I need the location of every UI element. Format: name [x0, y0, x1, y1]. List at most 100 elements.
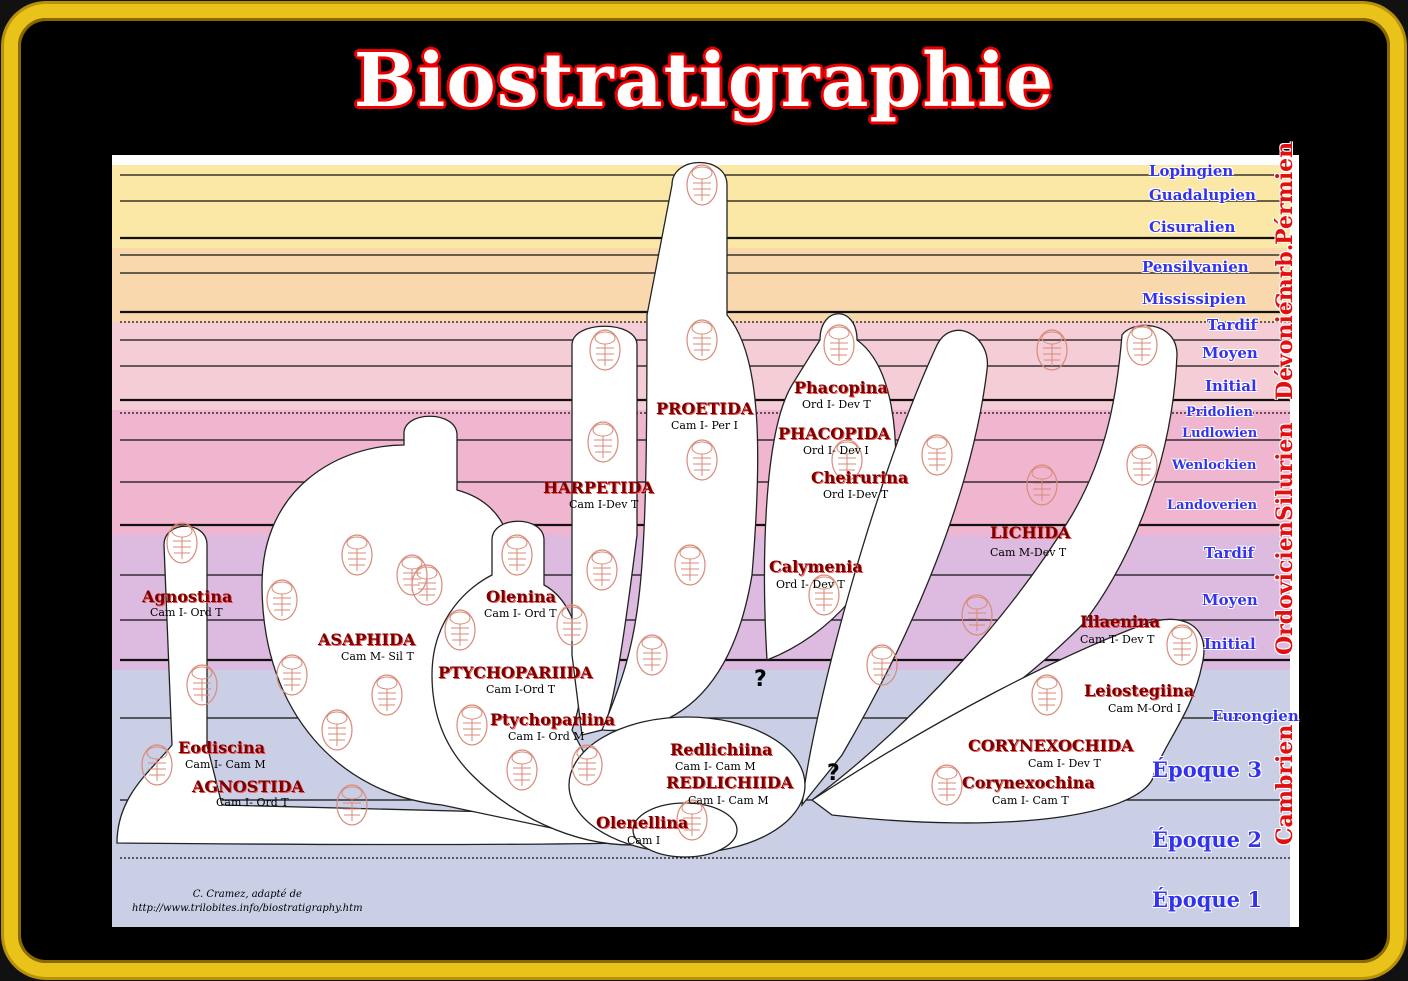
trilobite-fossil-icon [686, 319, 718, 361]
clade-label: Phacopina [794, 378, 888, 397]
period-label: Pérmien [1272, 141, 1298, 245]
trilobite-fossil-icon [456, 704, 488, 746]
trilobite-fossil-icon [336, 784, 368, 826]
clade-label: REDLICHIIDA [666, 773, 794, 792]
clade-range: Cam M-Dev T [990, 546, 1067, 559]
leiostegiina-shape [810, 618, 1205, 824]
clade-label: Corynexochina [962, 773, 1095, 792]
clade-range: Cam I-Ord T [486, 683, 556, 696]
clade-range: Cam I- Cam T [992, 794, 1069, 807]
clade-label: Illaenina [1080, 612, 1160, 631]
trilobite-fossil-icon [676, 799, 708, 841]
epoch-label: Pridolien [1186, 405, 1253, 420]
trilobite-fossil-icon [141, 744, 173, 786]
trilobite-fossil-icon [1126, 444, 1158, 486]
clade-range: Ord I-Dev T [823, 488, 889, 501]
trilobite-fossil-icon [686, 164, 718, 206]
trilobite-fossil-icon [1126, 324, 1158, 366]
clade-range: Cam I- Dev T [1028, 757, 1101, 770]
clade-range: Cam I- Ord T [484, 607, 557, 620]
proetida-shape [601, 162, 759, 732]
clade-range: Ord I- Dev T [776, 578, 845, 591]
trilobite-fossil-icon [186, 664, 218, 706]
epoch-label: Moyen [1202, 344, 1258, 362]
trilobite-fossil-icon [506, 749, 538, 791]
trilobite-fossil-icon [587, 421, 619, 463]
trilobite-fossil-icon [411, 564, 443, 606]
trilobite-fossil-icon [589, 329, 621, 371]
clade-range: Cam I [627, 834, 661, 847]
trilobite-fossil-icon [586, 549, 618, 591]
clade-label: AGNOSTIDA [192, 777, 304, 796]
clade-label: Olenina [486, 587, 556, 606]
trilobite-fossil-icon [674, 544, 706, 586]
trilobite-fossil-icon [1031, 674, 1063, 716]
epoch-label: Époque 2 [1152, 827, 1262, 852]
clade-range: Cam I- Cam M [688, 794, 769, 807]
trilobite-fossil-icon [636, 634, 668, 676]
clade-label: LICHIDA [990, 523, 1071, 542]
clade-label: Redlichiina [670, 740, 773, 759]
epoch-label: Lopingien [1149, 162, 1234, 180]
trilobite-fossil-icon [823, 324, 855, 366]
clade-label: Olenellina [596, 813, 689, 832]
epoch-label: Initial [1204, 635, 1256, 653]
page-title: Biostratigraphie [353, 38, 1055, 124]
trilobite-fossil-icon [1036, 329, 1068, 371]
trilobite-fossil-icon [501, 534, 533, 576]
period-label: Dévonien [1272, 285, 1298, 400]
clade-label: PHACOPIDA [778, 424, 891, 443]
clade-label: Agnostina [142, 587, 233, 606]
trilobite-fossil-icon [1026, 464, 1058, 506]
clade-label: Ptychoparlina [490, 710, 615, 729]
trilobite-fossil-icon [166, 522, 198, 564]
clade-range: Ord I- Dev T [802, 398, 871, 411]
epoch-label: Furongien [1212, 707, 1299, 725]
trilobite-fossil-icon [866, 644, 898, 686]
period-label: Cambrien [1272, 724, 1298, 845]
epoch-label: Wenlockien [1172, 458, 1257, 473]
clade-range: Cam I-Dev T [569, 498, 639, 511]
clade-shapes [116, 162, 1205, 858]
trilobite-fossil-icon [686, 439, 718, 481]
epoch-label: Guadalupien [1149, 186, 1256, 204]
epoch-label: Ludlowien [1182, 426, 1258, 441]
trilobite-fossil-icon [266, 579, 298, 621]
clade-label: Calymenia [769, 557, 863, 576]
biostratigraphy-diagram: Agnostina Cam I- Ord T Eodiscina Cam I- … [112, 142, 1299, 927]
unknown-origin-mark: ? [827, 761, 840, 786]
trilobite-fossil-icon [571, 744, 603, 786]
trilobite-fossil-icon [931, 764, 963, 806]
trilobite-fossil-icon [371, 674, 403, 716]
credit: C. Cramez, adapté de http://www.trilobit… [132, 888, 363, 916]
epoch-label: Tardif [1204, 544, 1254, 562]
clade-label: Leiostegiina [1084, 681, 1195, 700]
agnostida-shape [116, 525, 688, 846]
trilobite-fossil-icon [921, 434, 953, 476]
trilobite-fossil-icon [396, 554, 428, 596]
credit-url: http://www.trilobites.info/biostratigrap… [132, 903, 363, 914]
clade-label: PROETIDA [656, 399, 754, 418]
trilobite-fossil-icon [556, 604, 588, 646]
clade-range: Cam T- Dev T [1080, 633, 1155, 646]
clade-range: Cam I- Per I [671, 419, 738, 432]
trilobite-fossil-icon [808, 574, 840, 616]
clade-label: PTYCHOPARIIDA [438, 663, 593, 682]
epoch-label: Mississipien [1142, 290, 1247, 308]
clade-label: CORYNEXOCHIDA [968, 736, 1134, 755]
trilobite-fossil-icon [321, 709, 353, 751]
trilobite-fossil-icon [961, 594, 993, 636]
clade-range: Cam M- Sil T [341, 650, 414, 663]
clade-label: HARPETIDA [543, 478, 654, 497]
clade-range: Cam I- Cam M [185, 758, 266, 771]
epoch-label: Landoverien [1167, 498, 1258, 513]
clade-label: Cheirurina [811, 468, 909, 487]
trilobite-fossil-icon [341, 534, 373, 576]
clade-label: ASAPHIDA [318, 630, 416, 649]
trilobite-fossil-icon [831, 439, 863, 481]
epoch-label: Cisuralien [1149, 218, 1236, 236]
trilobite-fossil-icon [276, 654, 308, 696]
epoch-label: Moyen [1202, 591, 1258, 609]
clade-label: Eodiscina [178, 738, 265, 757]
clade-range: Cam I- Ord T [150, 606, 223, 619]
